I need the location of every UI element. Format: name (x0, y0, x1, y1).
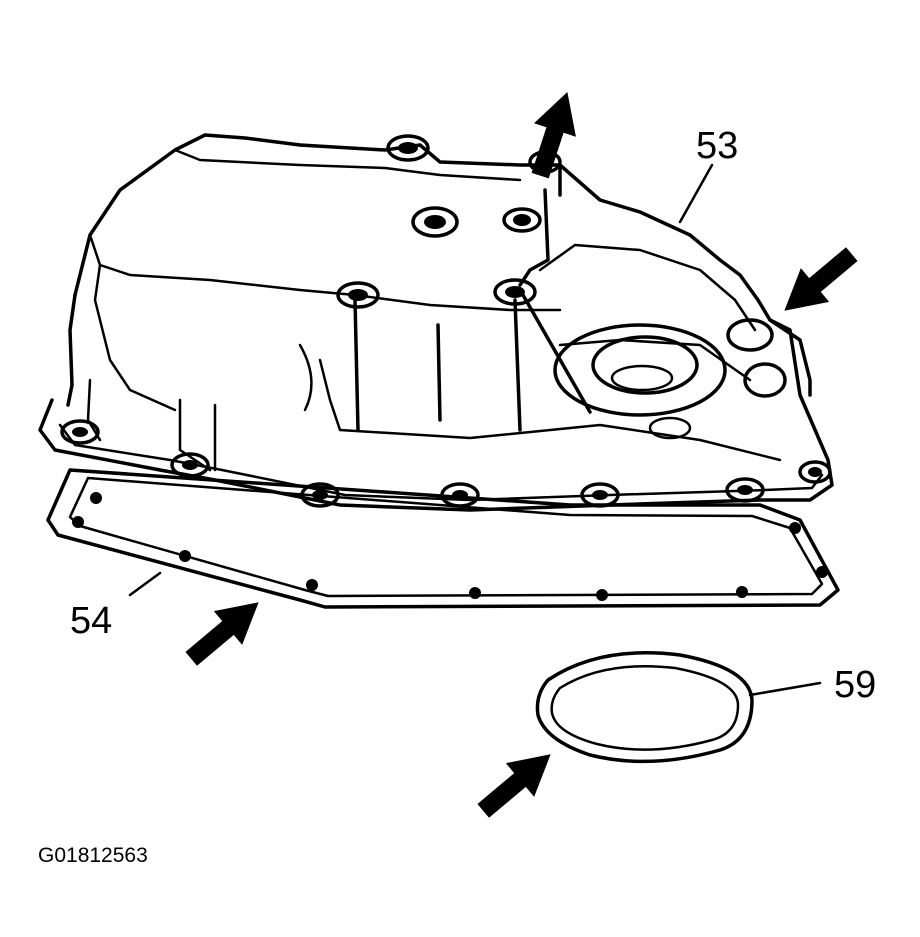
leader-line-59 (748, 681, 822, 697)
callout-53: 53 (696, 125, 738, 167)
arrow-seal-icon (477, 754, 551, 818)
arrow-top-icon (531, 91, 576, 179)
figure-id: G01812563 (38, 844, 148, 867)
leader-line-53 (678, 163, 714, 224)
gasket-54 (46, 468, 840, 609)
arrow-right-icon (784, 247, 858, 311)
arrow-gasket-icon (185, 602, 259, 666)
oil-pan-53 (38, 133, 834, 512)
callout-59: 59 (834, 664, 876, 706)
leader-line-54 (128, 571, 162, 597)
callout-54: 54 (70, 600, 112, 642)
seal-ring-59 (535, 651, 754, 764)
